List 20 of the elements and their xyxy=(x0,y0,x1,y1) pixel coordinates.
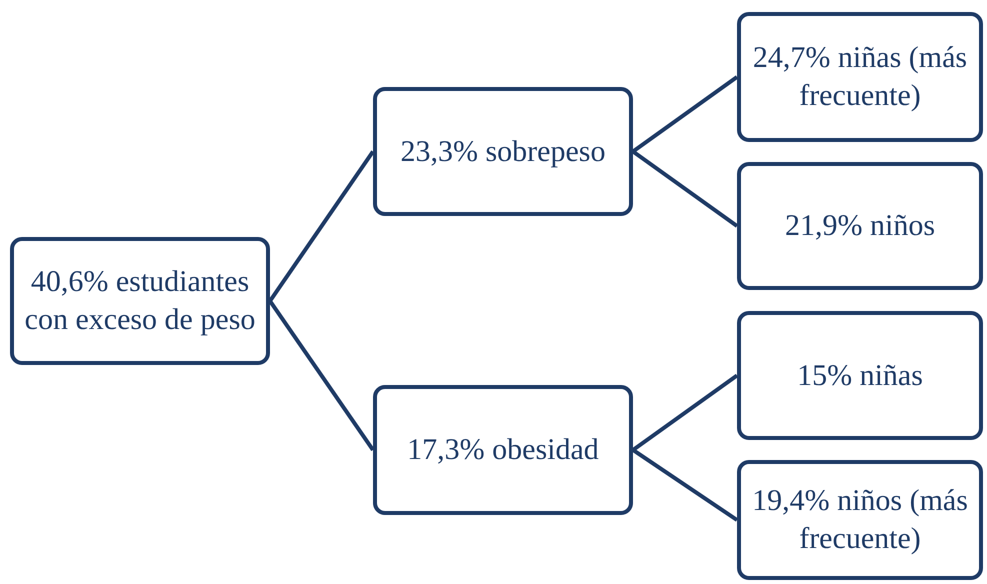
category-box xyxy=(373,385,633,515)
category-box xyxy=(737,162,983,290)
connector-line xyxy=(632,150,738,228)
box-text: 19,4% niños (más frecuente) xyxy=(751,483,969,557)
box-text: 40,6% estudiantes con exceso de peso xyxy=(24,264,256,338)
box-text: 23,3% sobrepeso xyxy=(400,134,606,170)
connector-line xyxy=(632,448,738,522)
category-box xyxy=(737,12,983,142)
connector-line xyxy=(632,75,738,154)
connector-line xyxy=(632,374,738,452)
category-box xyxy=(10,237,270,365)
category-box xyxy=(737,311,983,440)
box-text: 15% niñas xyxy=(797,358,923,394)
connector-line xyxy=(268,300,375,452)
box-text: 24,7% niñas (más frecuente) xyxy=(752,40,968,114)
category-box xyxy=(737,460,983,580)
category-box xyxy=(373,87,633,216)
connector-line xyxy=(268,150,375,302)
box-text: 21,9% niños xyxy=(785,208,935,244)
box-text: 17,3% obesidad xyxy=(407,432,599,468)
